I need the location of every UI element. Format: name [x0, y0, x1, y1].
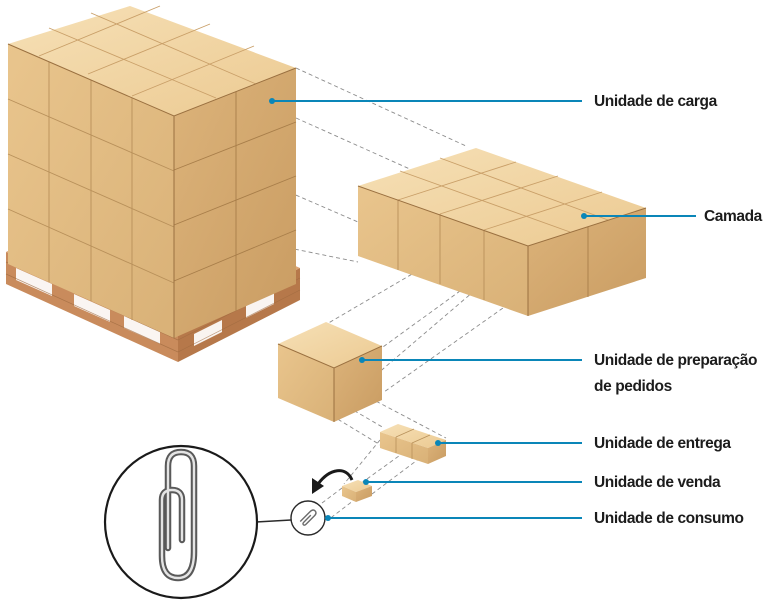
layer-block: [357, 148, 647, 316]
label-delivery-unit: Unidade de entrega: [594, 435, 731, 452]
paperclip-icon-large: [158, 448, 198, 582]
label-picking-unit-line1: Unidade de preparação: [594, 352, 757, 369]
leader-lines: [272, 100, 696, 519]
label-layer: Camada: [704, 208, 763, 225]
curved-arrow-icon: [312, 469, 354, 494]
zoom-circle: [103, 444, 259, 600]
label-sales-unit: Unidade de venda: [594, 474, 721, 491]
label-unit-load: Unidade de carga: [594, 93, 718, 110]
label-consumption-unit: Unidade de consumo: [594, 510, 744, 527]
picking-unit-box: [277, 322, 383, 422]
delivery-unit-boxes: [380, 424, 446, 464]
consumption-unit-circle: [290, 500, 326, 536]
unit-load-stack: [7, 5, 297, 338]
label-picking-unit-line2: de pedidos: [594, 378, 672, 395]
paperclip-icon: [299, 509, 317, 526]
zoom-connector: [255, 519, 292, 523]
leader-dots: [269, 98, 587, 521]
